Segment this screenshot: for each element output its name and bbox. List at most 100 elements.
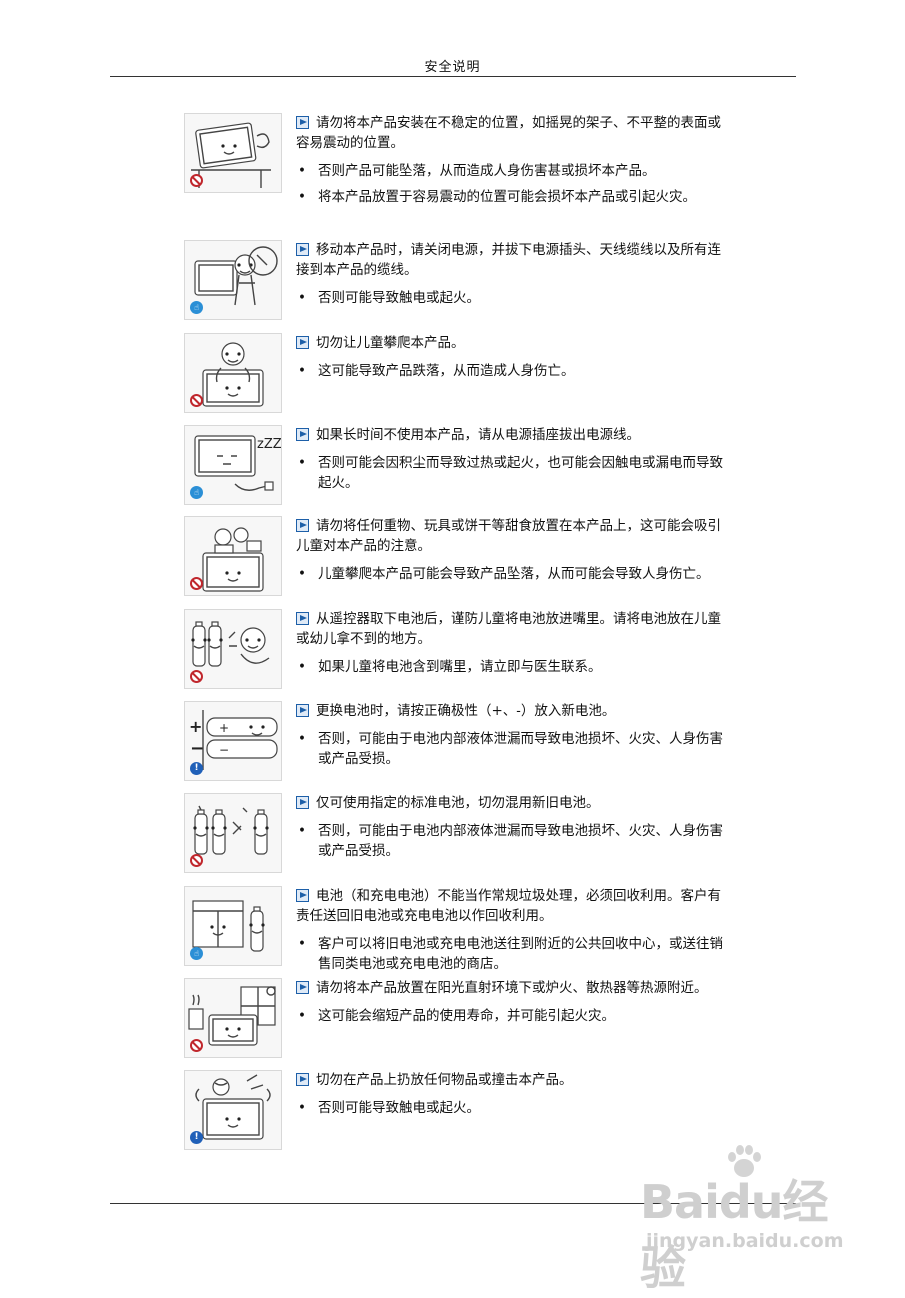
section-heading-text: 从遥控器取下电池后，谨防儿童将电池放进嘴里。请将电池放在儿童或幼儿拿不到的地方。 <box>296 611 721 647</box>
section-heading: 请勿将本产品放置在阳光直射环境下或炉火、散热器等热源附近。 <box>296 978 732 998</box>
illustration-panel <box>184 113 282 193</box>
bullet-item: • 将本产品放置于容易震动的位置可能会损坏本产品或引起火灾。 <box>296 187 732 207</box>
prohibition-icon <box>190 174 203 187</box>
section-text: 请勿将任何重物、玩具或饼干等甜食放置在本产品上，这可能会吸引儿童对本产品的注意。… <box>296 516 732 590</box>
section-heading-text: 仅可使用指定的标准电池，切勿混用新旧电池。 <box>316 795 600 811</box>
illustration <box>188 986 276 1046</box>
section-text: 请勿将本产品安装在不稳定的位置，如摇晃的架子、不平整的表面或容易震动的位置。•否… <box>296 113 732 213</box>
section-heading-text: 电池（和充电电池）不能当作常规垃圾处理，必须回收利用。客户有责任送回旧电池或充电… <box>296 888 721 924</box>
illustration-panel <box>184 793 282 873</box>
section-text: 切勿在产品上扔放任何物品或撞击本产品。 • 否则可能导致触电或起火。 <box>296 1070 732 1124</box>
page-header-title: 安全说明 <box>424 60 481 75</box>
paw-icon <box>728 1145 761 1177</box>
section-heading: 仅可使用指定的标准电池，切勿混用新旧电池。 <box>296 793 732 813</box>
caution-icon: ! <box>190 1131 203 1144</box>
bullet-item: •这可能会缩短产品的使用寿命，并可能引起火灾。 <box>296 1006 732 1026</box>
section-text: 仅可使用指定的标准电池，切勿混用新旧电池。 • 否则，可能由于电池内部液体泄漏而导致… <box>296 793 732 867</box>
header-divider <box>110 76 796 77</box>
section-heading: 切勿在产品上扔放任何物品或撞击本产品。 <box>296 1070 732 1090</box>
bullet-item: • 这可能导致产品跌落，从而造成人身伤亡。 <box>296 361 732 381</box>
bullet-text: 这可能导致产品跌落，从而造成人身伤亡。 <box>318 363 575 379</box>
prohibition-icon <box>190 670 203 683</box>
illustration-panel: ☝ <box>184 240 282 320</box>
blue-triangle-icon <box>296 428 309 441</box>
prohibition-icon <box>190 577 203 590</box>
svg-text:zZZ: zZZ <box>257 437 282 452</box>
blue-triangle-icon <box>296 981 309 994</box>
bullet-item: •客户可以将旧电池或充电电池送往到附近的公共回收中心，或送往销售同类电池或充电电… <box>296 934 732 974</box>
bullet-text: 否则可能导致触电或起火。 <box>318 1100 480 1116</box>
bullet-marker: • <box>298 823 306 839</box>
illustration <box>195 1074 271 1140</box>
bullet-item: •否则可能导致触电或起火。 <box>296 288 732 308</box>
illustration <box>202 527 264 592</box>
caution-icon: ! <box>190 762 203 775</box>
section-heading-text: 请勿将本产品放置在阳光直射环境下或炉火、散热器等热源附近。 <box>316 980 708 996</box>
bullet-marker: • <box>298 163 306 179</box>
bullet-marker: • <box>298 363 306 379</box>
blue-triangle-icon <box>296 612 309 625</box>
illustration <box>191 621 270 667</box>
section-heading-text: 如果长时间不使用本产品，请从电源插座拔出电源线。 <box>316 427 640 443</box>
bullet-item: •如果儿童将电池含到嘴里，请立即与医生联系。 <box>296 657 732 677</box>
section-heading: 切勿让儿童攀爬本产品。 <box>296 333 732 353</box>
bullet-text: 如果儿童将电池含到嘴里，请立即与医生联系。 <box>318 659 602 675</box>
illustration <box>191 122 271 188</box>
watermark-url: jingyan.baidu.com <box>646 1230 844 1252</box>
section-text: 移动本产品时，请关闭电源，并拔下电源插头、天线缆线以及所有连接到本产品的缆线。 •… <box>296 240 732 314</box>
blue-triangle-icon <box>296 704 309 717</box>
watermark: Baidu经验 jingyan.baidu.com <box>640 1144 870 1295</box>
bullet-text: 客户可以将旧电池或充电电池送往到附近的公共回收中心，或送往销售同类电池或充电电池… <box>318 936 723 972</box>
illustration-panel <box>184 978 282 1058</box>
instruction-icon: ☝ <box>190 486 203 499</box>
bullet-marker: • <box>298 455 306 471</box>
bullet-marker: • <box>298 566 306 582</box>
bullet-item: • 否则，可能由于电池内部液体泄漏而导致电池损坏、火灾、人身伤害或产品受损。 <box>296 821 732 861</box>
prohibition-icon <box>190 1039 203 1052</box>
blue-triangle-icon <box>296 796 309 809</box>
bullet-marker: • <box>298 1100 306 1116</box>
illustration-panel: ☝ <box>184 886 282 966</box>
section-text: 切勿让儿童攀爬本产品。 • 这可能导致产品跌落，从而造成人身伤亡。 <box>296 333 732 387</box>
bullet-text: 否则，可能由于电池内部液体泄漏而导致电池损坏、火灾、人身伤害或产品受损。 <box>318 731 723 767</box>
illustration <box>194 246 278 306</box>
illustration <box>193 805 269 855</box>
svg-text:+: + <box>189 717 202 736</box>
blue-triangle-icon <box>296 1073 309 1086</box>
bullet-text: 否则可能导致触电或起火。 <box>318 290 480 306</box>
blue-triangle-icon <box>296 243 309 256</box>
section-text: 如果长时间不使用本产品，请从电源插座拔出电源线。 • 否则可能会因积尘而导致过热或起… <box>296 425 732 499</box>
bullet-item: • 否则可能导致触电或起火。 <box>296 1098 732 1118</box>
illustration-panel <box>184 516 282 596</box>
section-heading: 从遥控器取下电池后，谨防儿童将电池放进嘴里。请将电池放在儿童或幼儿拿不到的地方。 <box>296 609 732 649</box>
bullet-text: 否则，可能由于电池内部液体泄漏而导致电池损坏、火灾、人身伤害或产品受损。 <box>318 823 723 859</box>
svg-text:−: − <box>190 738 205 759</box>
svg-text:−: − <box>219 743 229 757</box>
prohibition-icon <box>190 394 203 407</box>
illustration-panel <box>184 609 282 689</box>
section-heading: 请勿将任何重物、玩具或饼干等甜食放置在本产品上，这可能会吸引儿童对本产品的注意。 <box>296 516 732 556</box>
bullet-text: 否则可能会因积尘而导致过热或起火，也可能会因触电或漏电而导致起火。 <box>318 455 723 491</box>
bullet-marker: • <box>298 189 306 205</box>
blue-triangle-icon <box>296 519 309 532</box>
illustration <box>202 342 264 407</box>
section-heading: 更换电池时，请按正确极性（+、-）放入新电池。 <box>296 701 732 721</box>
section-heading: 电池（和充电电池）不能当作常规垃圾处理，必须回收利用。客户有责任送回旧电池或充电… <box>296 886 732 926</box>
section-text: 请勿将本产品放置在阳光直射环境下或炉火、散热器等热源附近。 •这可能会缩短产品的使… <box>296 978 732 1032</box>
prohibition-icon <box>190 854 203 867</box>
section-heading-text: 请勿将任何重物、玩具或饼干等甜食放置在本产品上，这可能会吸引儿童对本产品的注意。 <box>296 518 721 554</box>
section-heading-text: 更换电池时，请按正确极性（+、-）放入新电池。 <box>316 703 616 719</box>
bullet-text: 将本产品放置于容易震动的位置可能会损坏本产品或引起火灾。 <box>318 189 696 205</box>
section-heading-text: 切勿在产品上扔放任何物品或撞击本产品。 <box>316 1072 573 1088</box>
blue-triangle-icon <box>296 116 309 129</box>
illustration-panel: zZZ ☝ <box>184 425 282 505</box>
section-heading: 移动本产品时，请关闭电源，并拔下电源插头、天线缆线以及所有连接到本产品的缆线。 <box>296 240 732 280</box>
instruction-icon: ☝ <box>190 301 203 314</box>
illustration <box>192 900 265 952</box>
bullet-item: •否则，可能由于电池内部液体泄漏而导致电池损坏、火灾、人身伤害或产品受损。 <box>296 729 732 769</box>
bullet-text: 儿童攀爬本产品可能会导致产品坠落，从而可能会导致人身伤亡。 <box>318 566 710 582</box>
illustration-panel <box>184 333 282 413</box>
illustration: +−+− <box>189 710 278 770</box>
section-heading: 请勿将本产品安装在不稳定的位置，如摇晃的架子、不平整的表面或容易震动的位置。 <box>296 113 732 153</box>
blue-triangle-icon <box>296 336 309 349</box>
